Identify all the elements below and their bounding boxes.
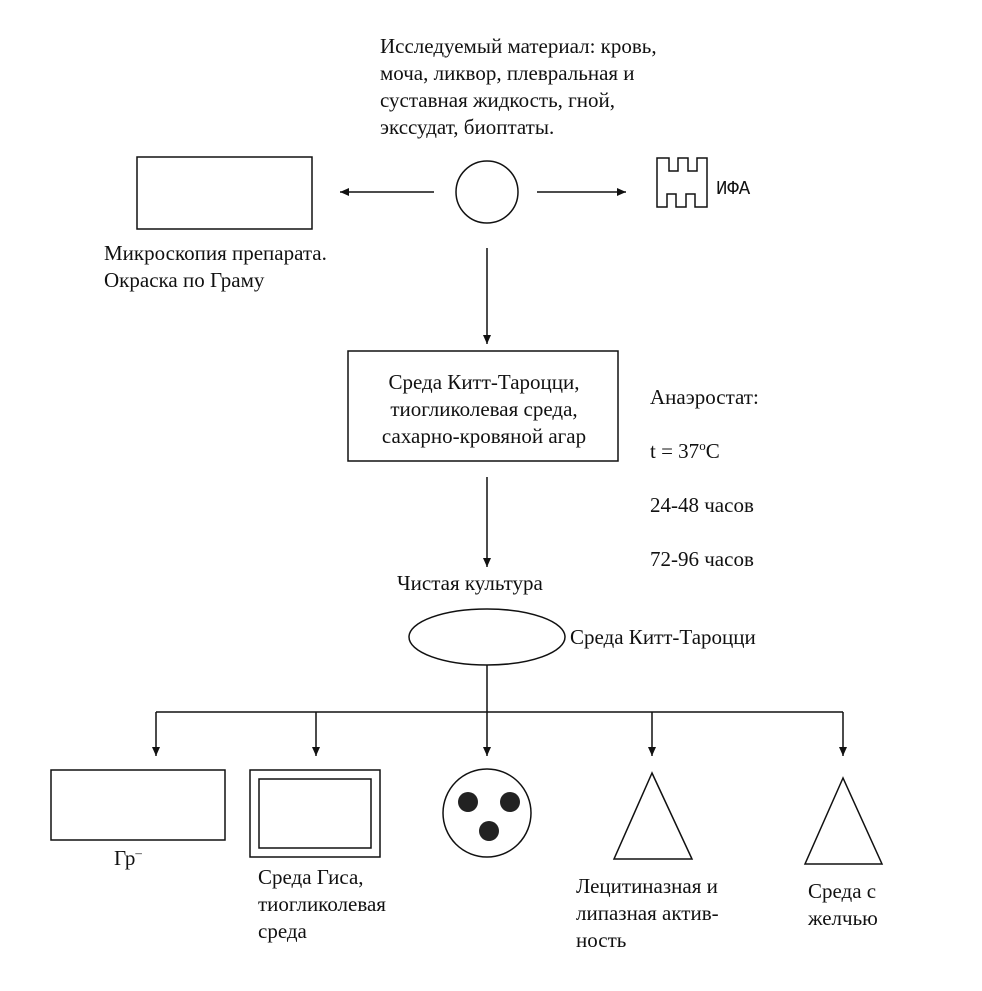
culture-medium-label: Среда Китт-Тароцци [570,625,756,649]
gram-label: Гр– [114,845,142,870]
bile-triangle [803,776,884,865]
ifa-label: ИФА [716,178,751,200]
lecithinase-text: Лецитиназная и липазная актив- ность [576,874,719,952]
colony [479,821,499,841]
media-box [347,350,619,462]
anaerostat-temp: t = 37oC [650,438,720,463]
anaerostat-time-1: 24-48 часов [650,493,754,517]
hiss-box-inner [258,778,372,849]
microscopy-box [136,156,313,230]
colony [500,792,520,812]
hiss-text: Среда Гиса, тиогликолевая среда [258,865,386,943]
anaerostat-time-2: 72-96 часов [650,547,754,571]
hiss-box-outer [249,769,381,858]
bile-text: Среда с желчью [808,879,878,930]
petri-plate [442,768,532,858]
microscopy-text: Микроскопия препарата. Окраска по Граму [104,241,327,292]
culture-label: Чистая культура [397,571,543,595]
colony [458,792,478,812]
lecithinase-triangle [612,771,694,860]
gram-box [50,769,226,841]
anaerostat-title: Анаэростат: [650,385,759,409]
anaerostat-block: Анаэростат: t = 37oC 24-48 часов 72-96 ч… [650,357,759,600]
material-text: Исследуемый материал: кровь, моча, ликво… [380,34,657,139]
ifa-plate-icon [656,157,708,208]
source-circle [455,160,519,224]
culture-ellipse [408,608,566,666]
media-box-text: Среда Китт-Тароцци, тиогликолевая среда,… [381,370,587,448]
